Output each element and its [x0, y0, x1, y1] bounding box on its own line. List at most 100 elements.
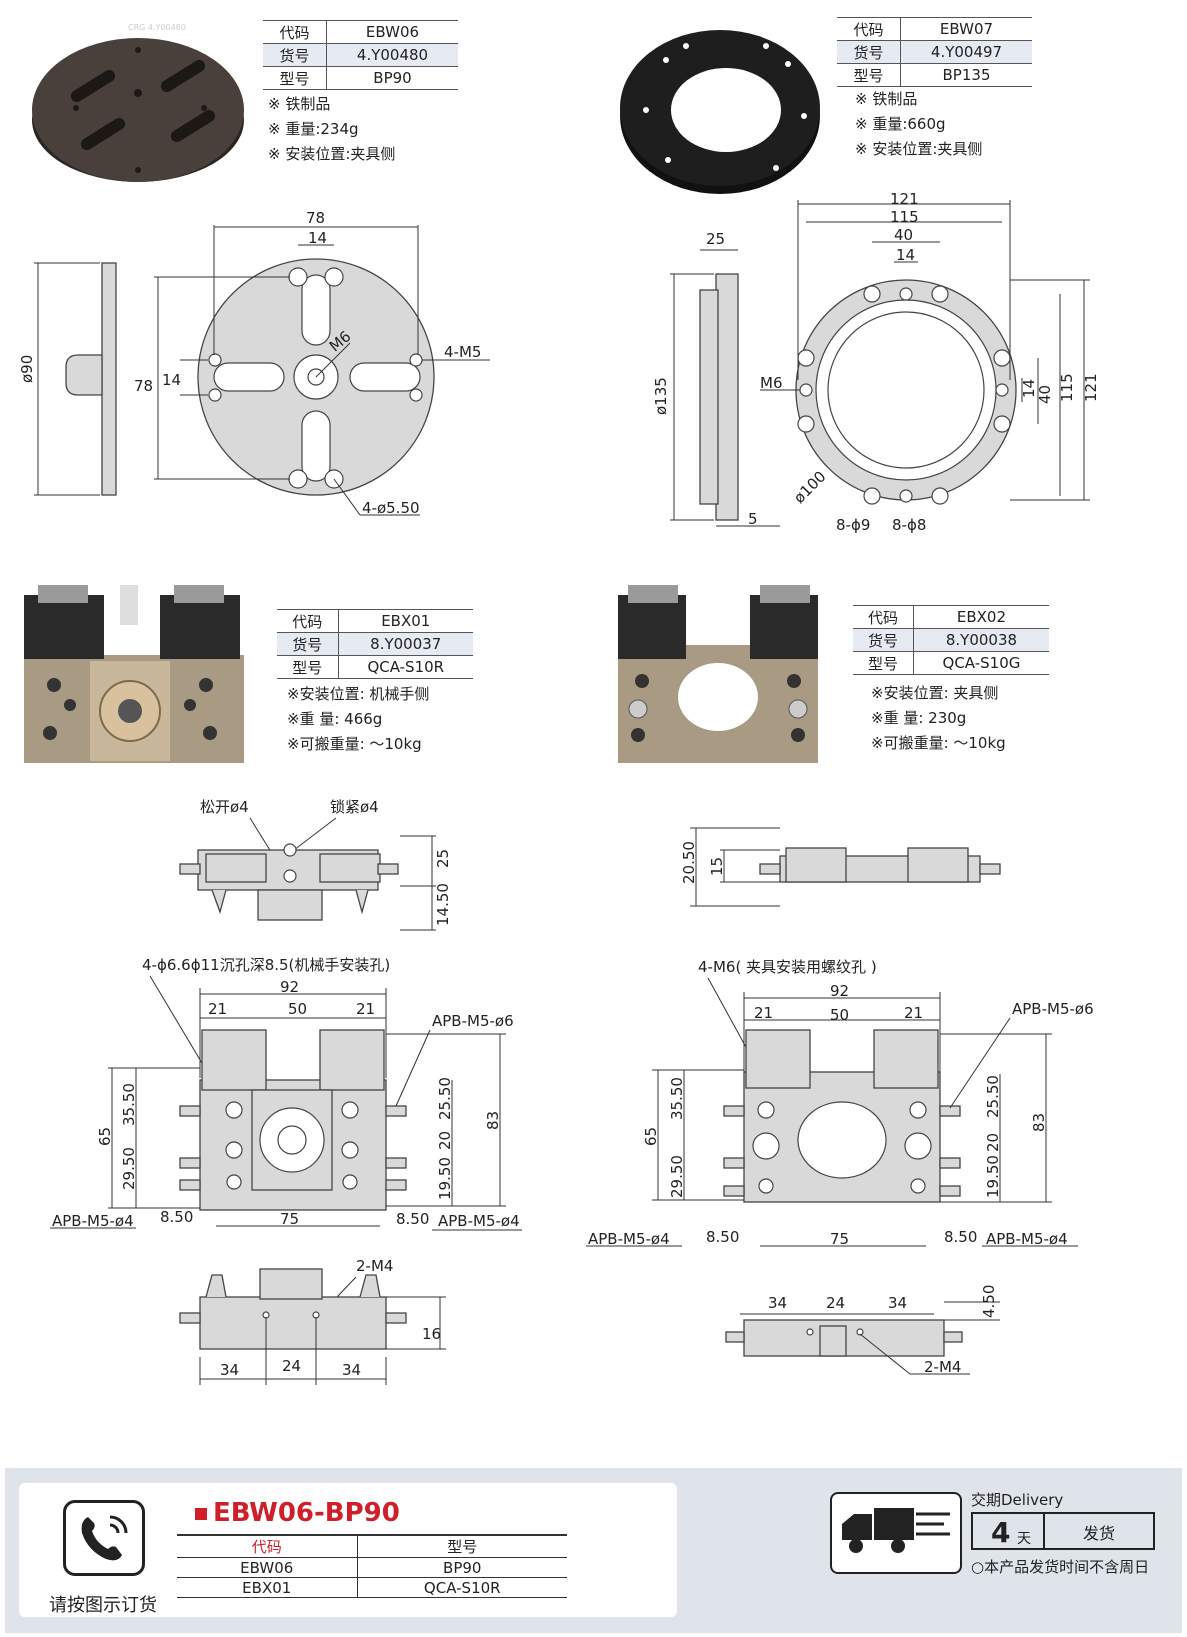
note-line: ※ 铁制品 — [855, 90, 918, 108]
table-header: 代码 — [177, 1534, 358, 1558]
spec-key: 型号 — [263, 66, 328, 90]
spec-value: 4.Y00497 — [900, 40, 1032, 64]
dim-label: 24 — [826, 1294, 845, 1312]
dim-label: 19.50 — [984, 1155, 1002, 1198]
spec-value: 8.Y00038 — [913, 628, 1049, 652]
dim-label: 25 — [706, 230, 725, 248]
spec-value: EBW06 — [326, 20, 458, 44]
dim-label: 24 — [282, 1357, 301, 1375]
phone-icon — [63, 1500, 145, 1576]
dim-label: 35.50 — [668, 1077, 686, 1120]
dim-label: 29.50 — [668, 1155, 686, 1198]
dim-label: 2-M4 — [924, 1358, 961, 1376]
dim-label: 8-ϕ8 — [892, 516, 926, 534]
spec-key: 货号 — [853, 628, 914, 652]
dim-label: 65 — [96, 1127, 114, 1146]
dim-label: 34 — [220, 1361, 239, 1379]
spec-value: EBX02 — [913, 605, 1049, 629]
spec-value: 8.Y00037 — [338, 632, 473, 656]
dim-label: 50 — [830, 1006, 849, 1024]
dim-label: APB-M5-ø6 — [1012, 1000, 1094, 1018]
dim-label: 15 — [708, 857, 726, 876]
spec-key: 型号 — [853, 651, 914, 675]
delivery-label: 交期Delivery — [971, 1491, 1064, 1509]
spec-key: 型号 — [837, 63, 902, 87]
dim-label: 14 — [308, 229, 327, 247]
s10g-top-view: 20.50 15 — [680, 827, 1001, 907]
ebx01-photo — [24, 585, 244, 763]
ebw07-photo — [620, 30, 820, 194]
note-line: ※可搬重量: ～10kg — [871, 734, 1006, 752]
dim-label: 8-ϕ9 — [836, 516, 870, 534]
dim-label: APB-M5-ø6 — [432, 1012, 514, 1030]
delivery-note: ○本产品发货时间不含周日 — [971, 1556, 1149, 1577]
dim-label: 92 — [830, 982, 849, 1000]
dim-label: 2-M4 — [356, 1257, 393, 1275]
dim-label: 34 — [342, 1361, 361, 1379]
callout-label: 4-ϕ6.6ϕ11沉孔深8.5(机械手安装孔) — [142, 956, 390, 974]
note-line: ※安装位置: 机械手侧 — [287, 685, 430, 703]
dim-label: 锁紧ø4 — [330, 798, 379, 816]
note-line: ※ 安装位置:夹具侧 — [268, 145, 396, 163]
note-line: ※重 量: 230g — [871, 709, 967, 727]
bp135-drawing: ø135 25 5 121 115 40 14 121 115 40 14 M6… — [652, 190, 1100, 534]
spec-value: EBW07 — [900, 17, 1032, 41]
ebw06-notes: ※ 铁制品 ※ 重量:234g ※ 安装位置:夹具侧 — [268, 92, 395, 167]
dim-label: 83 — [1030, 1113, 1048, 1132]
spec-key: 代码 — [853, 605, 914, 629]
delivery-note-text: 本产品发货时间不含周日 — [984, 1558, 1150, 1576]
spec-value: EBX01 — [338, 609, 473, 633]
s10r-top-view: 松开ø4 锁紧ø4 25 14.50 — [179, 798, 452, 931]
dim-label: 40 — [894, 226, 913, 244]
dim-label: 14 — [162, 371, 181, 389]
dim-label: 35.50 — [120, 1083, 138, 1126]
note-line: ※ 重量:234g — [268, 120, 359, 138]
dim-label: 5 — [748, 510, 758, 528]
spec-key: 货号 — [277, 632, 339, 656]
delivery-ship: 发货 — [1083, 1524, 1116, 1543]
dim-label: 25.50 — [984, 1075, 1002, 1118]
ebw06-photo: CRG 4.Y00480 — [32, 23, 244, 182]
dim-label: 25 — [434, 849, 452, 868]
dim-label: 75 — [830, 1230, 849, 1248]
dim-label: APB-M5-ø4 — [588, 1230, 670, 1248]
dim-label: ø90 — [18, 355, 36, 383]
dim-label: APB-M5-ø4 — [438, 1212, 520, 1230]
dim-label: 65 — [642, 1127, 660, 1146]
bp90-drawing: ø90 78 14 78 14 M6 4-M5 4-ø5.50 — [18, 209, 490, 517]
dim-label: 20.50 — [680, 841, 698, 884]
dim-label: 21 — [208, 1000, 227, 1018]
dim-label: 34 — [888, 1294, 907, 1312]
dim-label: 4-M5 — [444, 343, 481, 361]
spec-key: 代码 — [263, 20, 328, 44]
table-header: 型号 — [357, 1534, 567, 1558]
dim-label: 121 — [890, 190, 919, 208]
dim-label: 92 — [280, 978, 299, 996]
dim-label: ø135 — [652, 377, 670, 415]
note-line: ※可搬重量: ～10kg — [287, 735, 422, 753]
dim-label: 25.50 — [436, 1077, 454, 1120]
spec-key: 代码 — [837, 17, 902, 41]
table-cell: BP90 — [357, 1557, 567, 1578]
ebx01-notes: ※安装位置: 机械手侧 ※重 量: 466g ※可搬重量: ～10kg — [287, 682, 429, 757]
s10r-front-view: 4-ϕ6.6ϕ11沉孔深8.5(机械手安装孔) 92 21 50 21 APB-… — [50, 956, 522, 1231]
callout-label: 4-M6( 夹具安装用螺纹孔 ) — [698, 958, 877, 976]
spec-key: 代码 — [277, 609, 339, 633]
model-title: EBW06-BP90 — [195, 1498, 400, 1528]
dim-label: 78 — [306, 209, 325, 227]
photo-marking: CRG 4.Y00480 — [128, 23, 186, 32]
s10g-side-view: 34 24 34 4.50 2-M4 — [725, 1285, 1000, 1376]
dim-label: 20 — [984, 1133, 1002, 1152]
dim-label: 8.50 — [706, 1228, 739, 1246]
ebx02-photo — [618, 585, 818, 763]
table-cell: EBW06 — [177, 1557, 358, 1578]
order-instruction: 请按图示订货 — [49, 1595, 157, 1616]
model-name: EBW06-BP90 — [213, 1498, 400, 1528]
dim-label: 21 — [904, 1004, 923, 1022]
dim-label: 78 — [134, 377, 153, 395]
table-cell: QCA-S10R — [357, 1577, 567, 1598]
